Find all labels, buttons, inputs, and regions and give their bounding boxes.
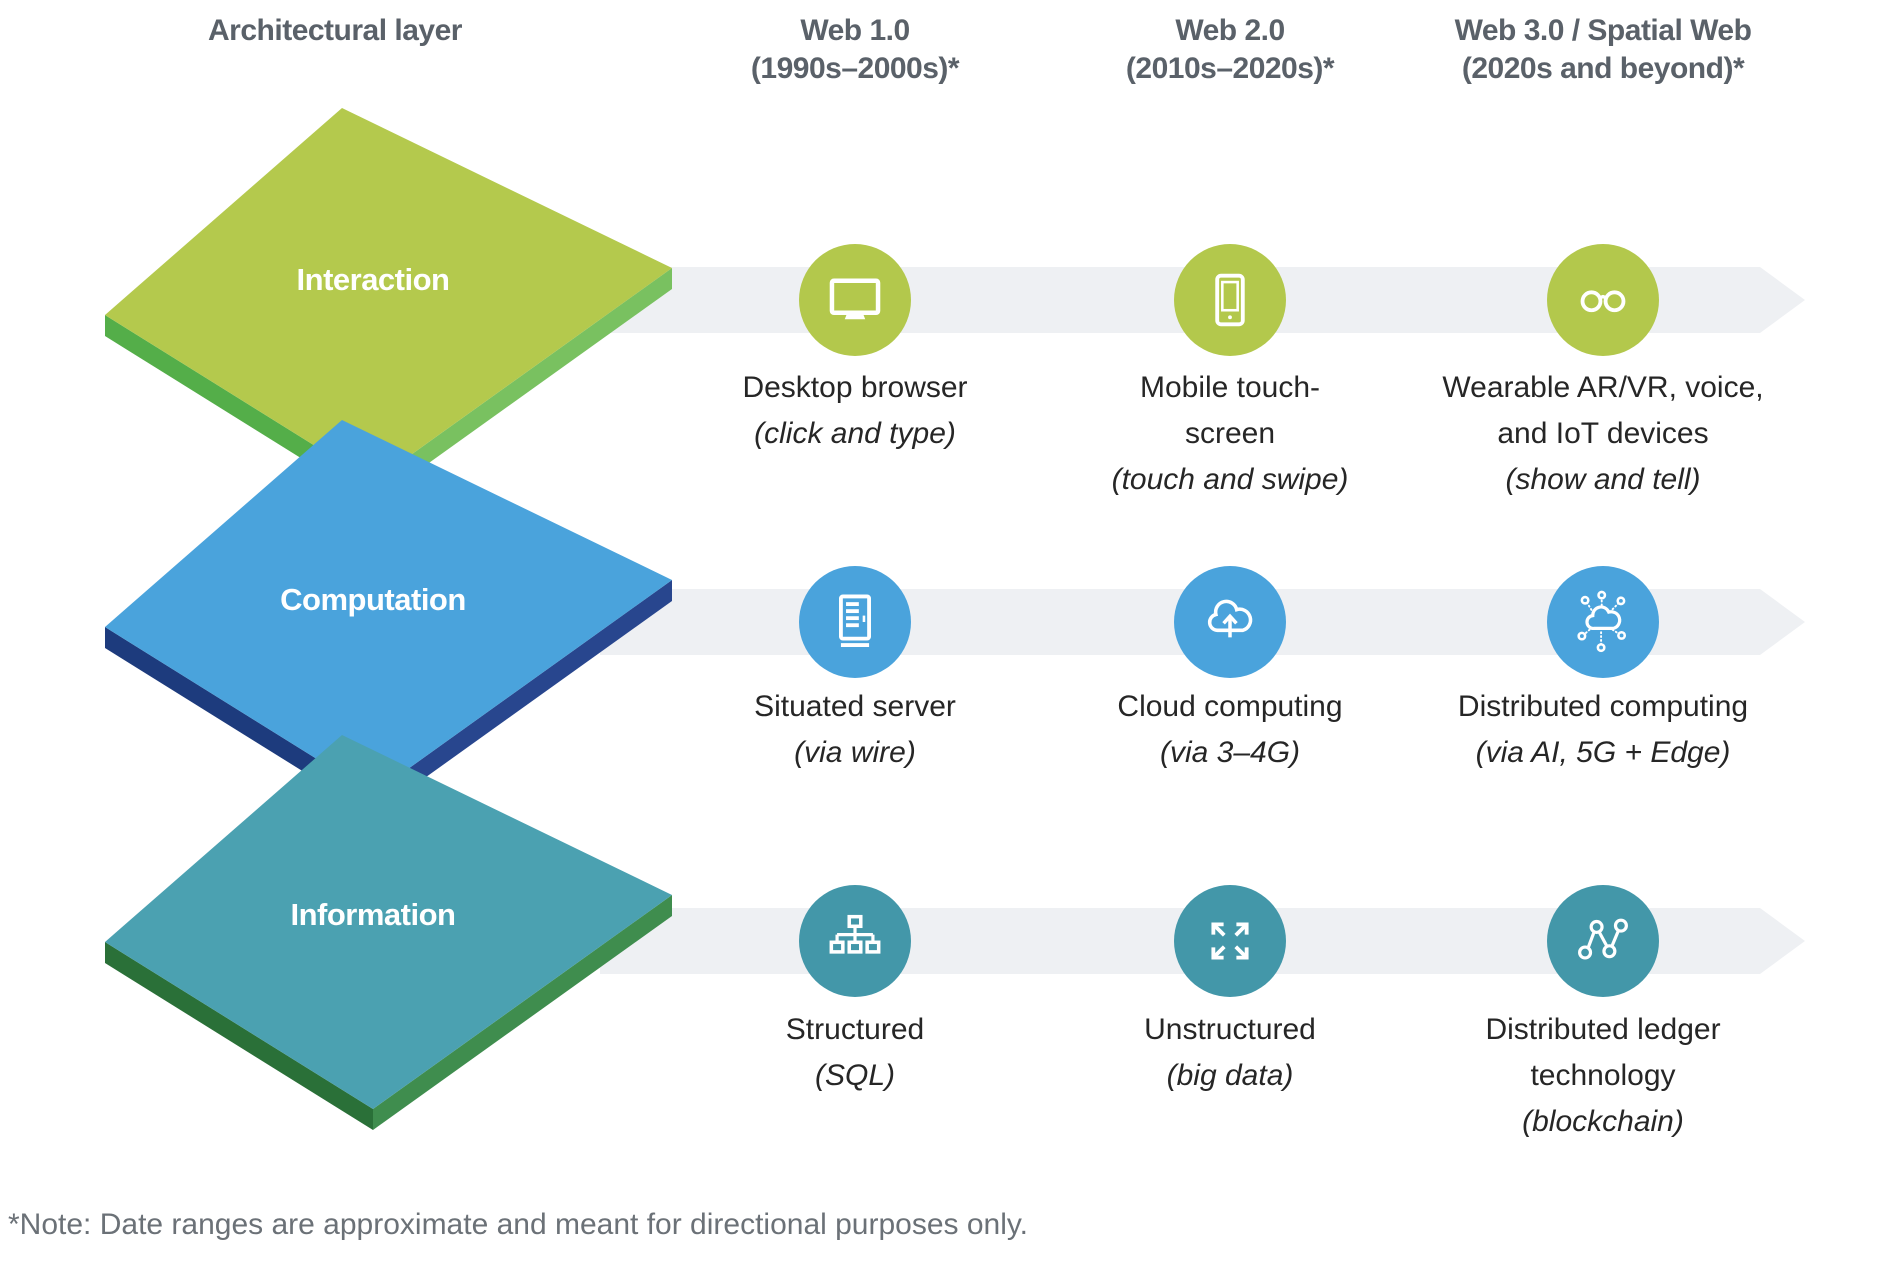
cell-detail: (big data) [1166, 1059, 1294, 1092]
cell-information-web3: Distributed ledger technology (blockchai… [1383, 1007, 1823, 1145]
sitemap-icon [829, 914, 881, 954]
cell-interaction-web1: Desktop browser (click and type) [635, 365, 1075, 457]
cell-detail: (via AI, 5G + Edge) [1475, 736, 1731, 769]
information-web1-badge [799, 885, 911, 997]
cell-information-web2: Unstructured (big data) [1010, 1007, 1450, 1099]
cell-detail: (via 3–4G) [1159, 736, 1301, 769]
cell-detail: (via wire) [794, 736, 916, 769]
cell-label: screen [1184, 417, 1276, 450]
information-web3-badge [1547, 885, 1659, 997]
computation-layer-face [105, 420, 672, 794]
cell-label: Desktop browser [742, 371, 968, 404]
header-web2-title: Web 2.0 [1175, 14, 1285, 47]
cell-computation-web2: Cloud computing (via 3–4G) [1010, 684, 1450, 776]
expand-arrows-icon [1211, 922, 1249, 960]
header-web2-dates: (2010s–2020s)* [1125, 52, 1335, 85]
cell-computation-web3: Distributed computing (via AI, 5G + Edge… [1383, 684, 1823, 776]
cell-detail: (show and tell) [1505, 463, 1701, 496]
interaction-layer-label: Interaction [296, 262, 450, 297]
cell-detail: (SQL) [814, 1059, 895, 1092]
smartphone-icon [1215, 273, 1245, 327]
cell-label: Mobile touch- [1139, 371, 1321, 404]
desktop-monitor-icon [829, 278, 881, 320]
header-architectural-layer: Architectural layer [208, 14, 462, 47]
cell-label: and IoT devices [1497, 417, 1709, 450]
distributed-cloud-icon [1577, 590, 1627, 653]
computation-web1-badge [799, 566, 911, 678]
computation-layer-label: Computation [280, 582, 466, 617]
footnote: *Note: Date ranges are approximate and m… [8, 1208, 1029, 1241]
information-layer-left-edge [105, 942, 373, 1130]
glasses-icon [1580, 290, 1626, 313]
interaction-web2-badge [1174, 244, 1286, 356]
header-web3: Web 3.0 / Spatial Web (2020s and beyond)… [1403, 12, 1803, 88]
header-web1-dates: (1990s–2000s)* [750, 52, 960, 85]
server-cabinet-icon [839, 594, 871, 647]
computation-web2-badge [1174, 566, 1286, 678]
cell-detail: (blockchain) [1522, 1105, 1684, 1138]
linked-nodes-icon [1578, 918, 1628, 960]
cell-label: Distributed ledger [1485, 1013, 1721, 1046]
cell-detail: (click and type) [754, 417, 956, 450]
information-layer-face [105, 735, 672, 1109]
interaction-web1-badge [799, 244, 911, 356]
layer-stack-graphic [105, 108, 672, 1130]
cell-label: Structured [785, 1013, 925, 1046]
cell-interaction-web2: Mobile touch- screen (touch and swipe) [1010, 365, 1450, 503]
cell-label: Situated server [754, 690, 956, 723]
cell-label: Wearable AR/VR, voice, [1442, 371, 1764, 404]
header-web3-title: Web 3.0 / Spatial Web [1454, 14, 1752, 47]
cell-label: Unstructured [1144, 1013, 1316, 1046]
cell-computation-web1: Situated server (via wire) [635, 684, 1075, 776]
cell-label: technology [1530, 1059, 1676, 1092]
information-web2-badge [1174, 885, 1286, 997]
cloud-upload-icon [1207, 599, 1253, 638]
computation-layer-right-edge [373, 580, 672, 815]
header-web2: Web 2.0 (2010s–2020s)* [1030, 12, 1430, 88]
cell-interaction-web3: Wearable AR/VR, voice, and IoT devices (… [1383, 365, 1823, 503]
computation-web3-badge [1547, 566, 1659, 678]
interaction-web3-badge [1547, 244, 1659, 356]
header-web1: Web 1.0 (1990s–2000s)* [655, 12, 1055, 88]
cell-label: Distributed computing [1457, 690, 1749, 723]
interaction-layer-right-edge [373, 268, 672, 503]
header-web3-dates: (2020s and beyond)* [1461, 52, 1745, 85]
cell-detail: (touch and swipe) [1111, 463, 1349, 496]
cell-information-web1: Structured (SQL) [635, 1007, 1075, 1099]
interaction-layer-face [105, 108, 672, 482]
information-layer-label: Information [290, 897, 457, 932]
information-layer-right-edge [373, 895, 672, 1130]
header-web1-title: Web 1.0 [800, 14, 910, 47]
cell-label: Cloud computing [1117, 690, 1343, 723]
